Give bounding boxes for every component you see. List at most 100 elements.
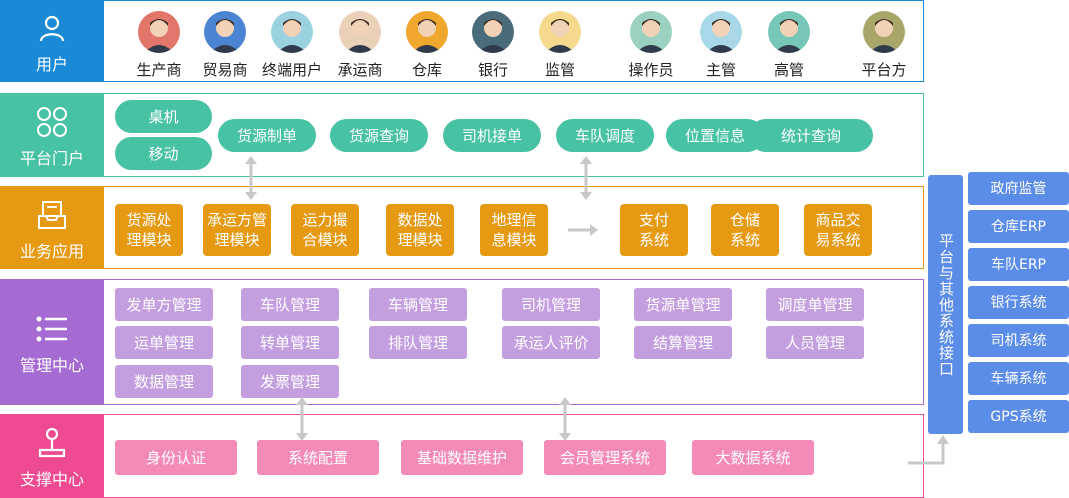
portal-row-label: 平台门户 <box>19 149 84 168</box>
business-system[interactable]: 支付系统 <box>620 204 688 256</box>
user-avatar-item[interactable]: 承运商 <box>325 11 395 80</box>
mgmt-item[interactable]: 承运人评价 <box>502 326 600 359</box>
avatar <box>406 11 448 53</box>
user-name: 生产商 <box>136 61 182 79</box>
user-avatar-item[interactable]: 主管 <box>686 11 756 80</box>
user-avatar-item[interactable]: 操作员 <box>616 11 686 80</box>
avatar <box>339 11 381 53</box>
support-item[interactable]: 身份认证 <box>115 440 237 475</box>
external-system[interactable]: GPS系统 <box>968 400 1069 433</box>
support-panel: 身份认证 系统配置 基础数据维护 会员管理系统 大数据系统 <box>104 414 924 498</box>
external-system[interactable]: 车辆系统 <box>968 362 1069 395</box>
external-system[interactable]: 司机系统 <box>968 324 1069 357</box>
avatar <box>768 11 810 53</box>
user-name: 银行 <box>477 61 508 79</box>
user-name: 承运商 <box>337 61 383 79</box>
mgmt-item[interactable]: 数据管理 <box>115 365 213 398</box>
avatar <box>863 11 905 53</box>
business-module[interactable]: 承运方管理模块 <box>203 204 271 256</box>
portal-item[interactable]: 统计查询 <box>749 119 873 152</box>
support-item[interactable]: 会员管理系统 <box>544 440 666 475</box>
mgmt-item[interactable]: 排队管理 <box>369 326 467 359</box>
business-system[interactable]: 商品交易系统 <box>804 204 872 256</box>
avatar <box>271 11 313 53</box>
support-item[interactable]: 基础数据维护 <box>401 440 523 475</box>
user-name: 高管 <box>773 61 804 79</box>
user-name: 操作员 <box>628 61 674 79</box>
list-icon <box>35 308 69 350</box>
portal-panel: 桌机 移动 货源制单 货源查询 司机接单 车队调度 位置信息 统计查询 <box>104 93 924 177</box>
external-system[interactable]: 政府监管 <box>968 172 1069 205</box>
user-avatar-item[interactable]: 监管 <box>525 11 595 80</box>
mgmt-row: 管理中心 发单方管理 车队管理 车辆管理 司机管理 货源单管理 调度单管理 运单… <box>0 279 924 405</box>
external-system[interactable]: 仓库ERP <box>968 210 1069 243</box>
support-row-label: 支撑中心 <box>19 470 84 489</box>
joystick-icon <box>36 422 68 464</box>
support-item[interactable]: 大数据系统 <box>692 440 814 475</box>
external-system[interactable]: 银行系统 <box>968 286 1069 319</box>
user-avatar-item[interactable]: 贸易商 <box>190 11 260 80</box>
user-avatar-item[interactable]: 平台方 <box>849 11 919 80</box>
support-row: 支撑中心 身份认证 系统配置 基础数据维护 会员管理系统 大数据系统 <box>0 414 924 498</box>
business-module[interactable]: 数据处理模块 <box>386 204 454 256</box>
user-row-label: 用户 <box>35 55 68 74</box>
user-avatar-item[interactable]: 终端用户 <box>257 11 327 80</box>
mgmt-panel: 发单方管理 车队管理 车辆管理 司机管理 货源单管理 调度单管理 运单管理 转单… <box>104 279 924 405</box>
double-arrow-icon <box>245 156 257 200</box>
user-row-header: 用户 <box>0 0 104 82</box>
portal-row-header: 平台门户 <box>0 93 104 177</box>
user-name: 仓库 <box>411 61 442 79</box>
business-module[interactable]: 货源处理模块 <box>115 204 183 256</box>
mgmt-item[interactable]: 发单方管理 <box>115 288 213 321</box>
portal-desktop[interactable]: 桌机 <box>115 100 212 133</box>
external-system[interactable]: 车队ERP <box>968 248 1069 281</box>
mgmt-item[interactable]: 车队管理 <box>241 288 339 321</box>
business-module[interactable]: 运力撮合模块 <box>291 204 359 256</box>
avatar <box>700 11 742 53</box>
portal-item[interactable]: 位置信息 <box>666 119 764 152</box>
mgmt-item[interactable]: 货源单管理 <box>634 288 732 321</box>
document-stack-icon <box>36 194 68 236</box>
mgmt-item[interactable]: 转单管理 <box>241 326 339 359</box>
business-panel: 货源处理模块 承运方管理模块 运力撮合模块 数据处理模块 地理信息模块 支付系统… <box>104 186 924 269</box>
business-module[interactable]: 地理信息模块 <box>480 204 548 256</box>
user-name: 主管 <box>705 61 736 79</box>
user-avatar-item[interactable]: 高管 <box>754 11 824 80</box>
business-row-label: 业务应用 <box>19 241 84 261</box>
user-avatar-item[interactable]: 银行 <box>458 11 528 80</box>
mgmt-item[interactable]: 调度单管理 <box>766 288 864 321</box>
grid-icon <box>35 101 69 143</box>
double-arrow-icon <box>580 156 592 200</box>
business-system[interactable]: 仓储系统 <box>711 204 779 256</box>
avatar <box>138 11 180 53</box>
interface-bar[interactable]: 平台与其他系统接口 <box>928 175 963 434</box>
mgmt-item[interactable]: 车辆管理 <box>369 288 467 321</box>
elbow-arrow-icon <box>908 435 949 465</box>
mgmt-item[interactable]: 司机管理 <box>502 288 600 321</box>
portal-mobile[interactable]: 移动 <box>115 137 212 170</box>
right-arrow-icon <box>568 224 598 236</box>
mgmt-item[interactable]: 发票管理 <box>241 365 339 398</box>
user-name: 监管 <box>544 61 575 79</box>
user-name: 终端用户 <box>261 61 322 79</box>
mgmt-item[interactable]: 运单管理 <box>115 326 213 359</box>
double-arrow-icon <box>296 397 308 441</box>
support-row-header: 支撑中心 <box>0 414 104 498</box>
user-avatar-item[interactable]: 仓库 <box>392 11 462 80</box>
portal-item[interactable]: 司机接单 <box>443 119 541 152</box>
user-row: 用户 生产商贸易商终端用户承运商 仓库 银行 监管 操作员 主管 高管 平台方 <box>0 0 924 82</box>
support-item[interactable]: 系统配置 <box>257 440 379 475</box>
interface-label: 平台与其他系统接口 <box>937 232 955 377</box>
business-row: 业务应用 货源处理模块 承运方管理模块 运力撮合模块 数据处理模块 地理信息模块… <box>0 186 924 269</box>
mgmt-item[interactable]: 结算管理 <box>634 326 732 359</box>
portal-item[interactable]: 货源查询 <box>330 119 428 152</box>
user-icon <box>37 7 67 49</box>
portal-row: 平台门户 桌机 移动 货源制单 货源查询 司机接单 车队调度 位置信息 统计查询 <box>0 93 924 177</box>
portal-item[interactable]: 货源制单 <box>218 119 316 152</box>
user-avatar-item[interactable]: 生产商 <box>124 11 194 80</box>
double-arrow-icon <box>559 397 571 441</box>
mgmt-item[interactable]: 人员管理 <box>766 326 864 359</box>
avatar <box>630 11 672 53</box>
mgmt-row-label: 管理中心 <box>19 356 84 375</box>
portal-item[interactable]: 车队调度 <box>556 119 654 152</box>
